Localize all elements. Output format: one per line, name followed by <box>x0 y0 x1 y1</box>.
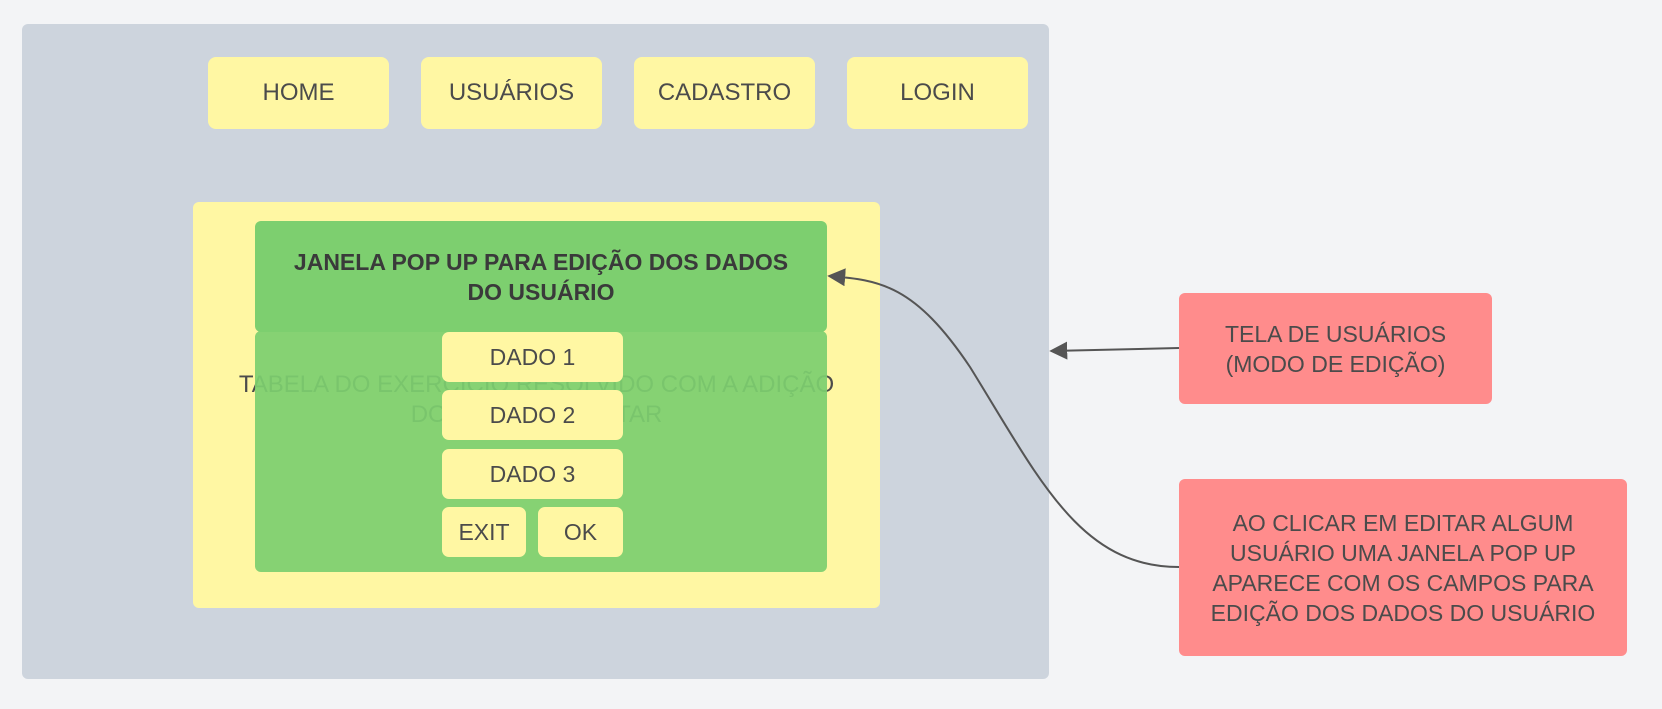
popup-field-1[interactable]: DADO 1 <box>442 332 623 382</box>
nav-users-button[interactable]: USUÁRIOS <box>421 57 602 129</box>
nav-register-button[interactable]: CADASTRO <box>634 57 815 129</box>
arrow-to-screen-frame <box>1049 341 1180 360</box>
popup-title: JANELA POP UP PARA EDIÇÃO DOS DADOS DO U… <box>255 221 827 332</box>
note-users-screen: TELA DE USUÁRIOS (MODO DE EDIÇÃO) <box>1179 293 1492 404</box>
note-popup-explanation: AO CLICAR EM EDITAR ALGUM USUÁRIO UMA JA… <box>1179 479 1627 656</box>
nav-home-button[interactable]: HOME <box>208 57 389 129</box>
nav-login-button[interactable]: LOGIN <box>847 57 1028 129</box>
popup-exit-button[interactable]: EXIT <box>442 507 526 557</box>
popup-field-2[interactable]: DADO 2 <box>442 390 623 440</box>
popup-ok-button[interactable]: OK <box>538 507 623 557</box>
popup-field-3[interactable]: DADO 3 <box>442 449 623 499</box>
